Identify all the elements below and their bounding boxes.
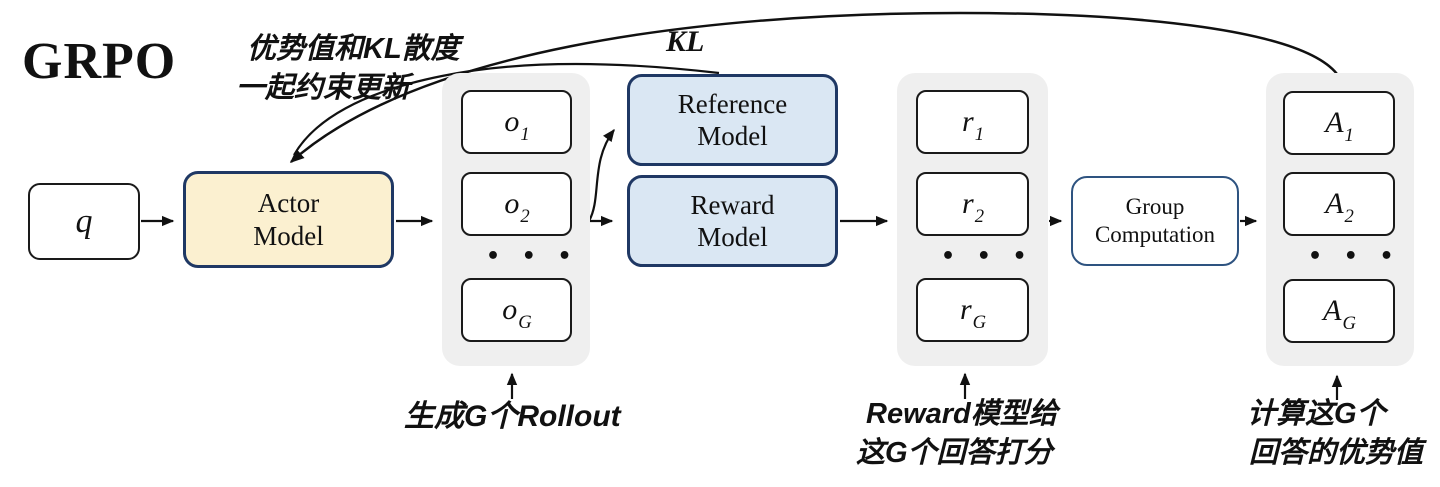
actor-model-label-line1: Actor xyxy=(257,188,320,219)
reward-annotation-line2: 这G个回答打分 xyxy=(856,437,1053,469)
advantage-G-base: A xyxy=(1323,294,1342,327)
output-G-sub: G xyxy=(518,312,532,333)
kl-label: KL xyxy=(666,25,705,58)
advantage-annotation-line2: 回答的优势值 xyxy=(1249,437,1424,469)
actor-model-node: Actor Model xyxy=(183,171,394,268)
reward-1-sub: 1 xyxy=(974,124,984,145)
advantage-G-sub: G xyxy=(1342,313,1356,334)
reference-model-label-line1: Reference xyxy=(677,88,788,119)
advantages-ellipsis: • • • xyxy=(1308,244,1401,269)
output-box-G: oG xyxy=(461,278,572,342)
outputs-ellipsis: • • • xyxy=(486,244,579,269)
advantage-2-sub: 2 xyxy=(1344,206,1354,227)
output-G-base: o xyxy=(502,293,518,326)
output-2-sub: 2 xyxy=(520,206,530,227)
actor-model-label-line2: Model xyxy=(253,220,324,251)
reference-model-node: Reference Model xyxy=(627,74,838,166)
reward-G-sub: G xyxy=(972,312,987,333)
reward-model-label-line2: Model xyxy=(697,222,768,252)
query-label: q xyxy=(75,202,93,240)
output-1-sub: 1 xyxy=(520,124,530,145)
advantage-box-2: A2 xyxy=(1283,172,1395,236)
reward-model-label-line1: Reward xyxy=(690,189,775,220)
group-computation-node: Group Computation xyxy=(1071,176,1239,266)
rollout-annotation: 生成G个Rollout xyxy=(404,400,621,433)
advantage-box-G: AG xyxy=(1283,279,1395,343)
output-1-base: o xyxy=(504,105,520,138)
output-box-1: o1 xyxy=(461,90,572,154)
arrow-outputs-to-reference xyxy=(588,128,615,222)
advantage-1-base: A xyxy=(1325,106,1344,139)
reward-annotation-line1: Reward模型给 xyxy=(866,398,1058,430)
advantage-box-1: A1 xyxy=(1283,91,1395,155)
reward-box-G: rG xyxy=(916,278,1029,342)
rewards-ellipsis: • • • xyxy=(941,244,1034,269)
group-computation-label-line1: Group xyxy=(1125,194,1185,220)
page-title: GRPO xyxy=(22,33,177,90)
reward-G-base: r xyxy=(959,293,972,326)
advantage-2-base: A xyxy=(1325,187,1344,220)
advantage-1-sub: 1 xyxy=(1344,125,1354,146)
output-box-2: o2 xyxy=(461,172,572,236)
reference-model-label-line2: Model xyxy=(697,121,768,151)
reward-model-node: Reward Model xyxy=(627,175,838,267)
output-2-base: o xyxy=(504,187,520,220)
reward-1-base: r xyxy=(962,105,974,138)
query-node: q xyxy=(28,183,140,260)
reward-box-1: r1 xyxy=(916,90,1029,154)
constraint-annotation-line1: 优势值和KL散度 xyxy=(247,33,460,65)
reward-box-2: r2 xyxy=(916,172,1029,236)
advantage-annotation-line1: 计算这G个 xyxy=(1247,398,1386,430)
group-computation-label-line2: Computation xyxy=(1094,222,1216,247)
reward-2-base: r xyxy=(962,187,974,220)
reward-2-sub: 2 xyxy=(974,206,984,227)
constraint-annotation-line2: 一起约束更新 xyxy=(236,72,411,104)
